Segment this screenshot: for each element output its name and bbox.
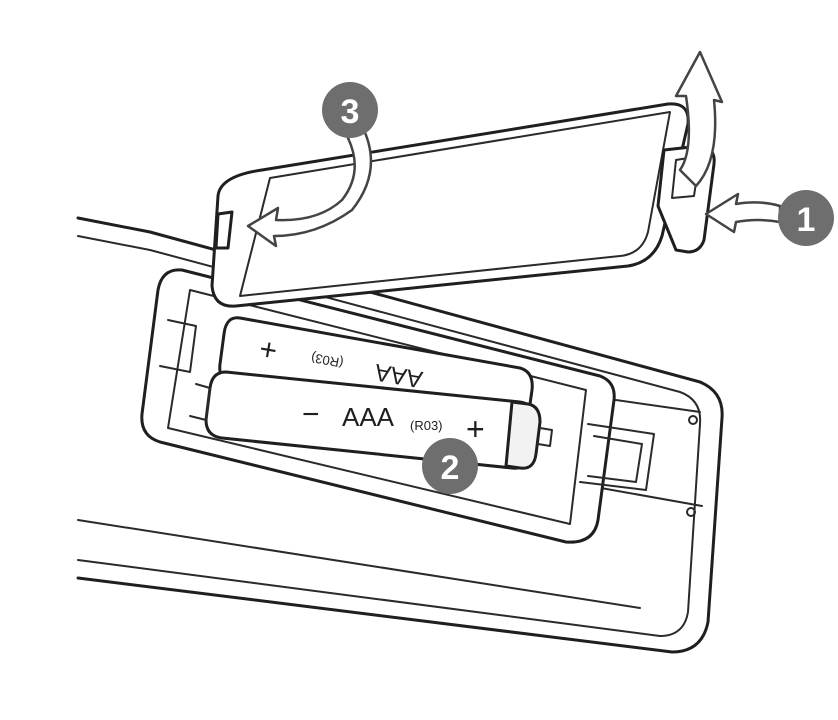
remote-body bbox=[76, 216, 724, 654]
battery-front-model: (R03) bbox=[410, 418, 443, 433]
screw-hole-top bbox=[688, 415, 698, 425]
screw-hole-bottom bbox=[686, 507, 696, 517]
close-arrow-icon bbox=[246, 124, 373, 248]
lift-arrow-icon bbox=[674, 50, 724, 188]
step-number-3: 3 bbox=[341, 93, 360, 131]
battery-front-type: AAA bbox=[342, 402, 395, 432]
battery-front-plus: + bbox=[466, 411, 485, 447]
battery-front-minus: − bbox=[302, 398, 320, 431]
battery-cover bbox=[210, 102, 716, 308]
step-badge-2: 2 bbox=[422, 438, 478, 494]
battery-back-model: (R03) bbox=[310, 350, 345, 370]
step-number-1: 1 bbox=[797, 201, 816, 239]
step-badge-1: 1 bbox=[778, 190, 834, 246]
step-number-2: 2 bbox=[441, 449, 460, 487]
step-badge-3: 3 bbox=[322, 82, 378, 138]
push-arrow-icon bbox=[704, 192, 782, 234]
battery-back-plus: + bbox=[257, 332, 280, 368]
